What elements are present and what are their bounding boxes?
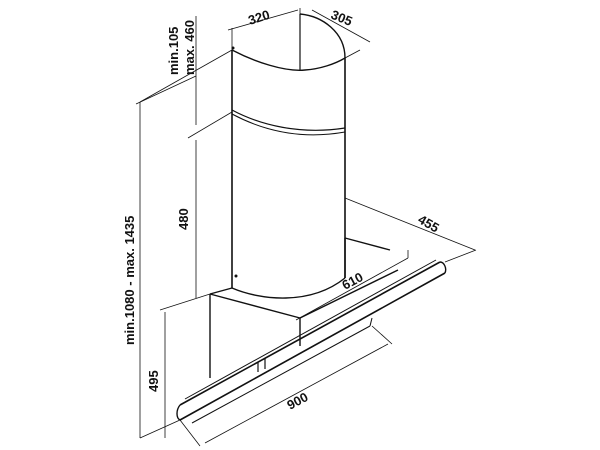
dim-chimney-width: 320 bbox=[246, 7, 271, 28]
dim-overall-width: 900 bbox=[284, 389, 310, 412]
dimension-lines bbox=[135, 8, 477, 447]
dim-upper-extension-max: max. 460 bbox=[182, 20, 197, 75]
dim-chimney-height: 480 bbox=[176, 208, 191, 230]
dim-chimney-depth: 305 bbox=[329, 7, 355, 29]
glass-panel bbox=[176, 259, 447, 424]
motor-box bbox=[209, 237, 399, 378]
dim-glass-length: 610 bbox=[339, 269, 365, 292]
dim-upper-extension-min: min.105 bbox=[166, 27, 181, 75]
dim-glass-depth: 455 bbox=[416, 212, 442, 236]
dim-base-height: 495 bbox=[146, 370, 161, 392]
chimney bbox=[231, 13, 346, 299]
dim-total-height: min.1080 - max. 1435 bbox=[122, 216, 137, 345]
